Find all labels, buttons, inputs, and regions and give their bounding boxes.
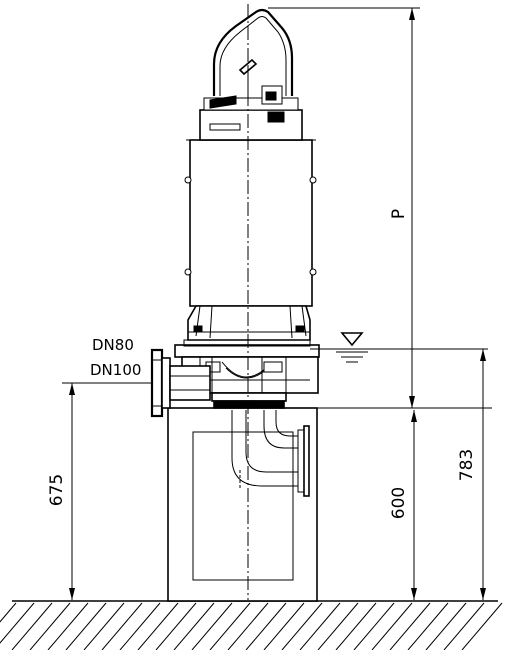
- water-level-triangle-icon: [336, 332, 368, 363]
- pipe-size-labels: DN80 DN100: [90, 336, 141, 379]
- dimension-675-label: 675: [47, 474, 67, 506]
- hatch-line: [29, 602, 71, 650]
- discharge-elbow: [231, 410, 310, 497]
- dimension-783: 783: [457, 349, 486, 600]
- pipe-size-dn100: DN100: [90, 361, 141, 379]
- hatch-line: [227, 602, 269, 650]
- dimension-p-label: P: [389, 209, 409, 219]
- hatch-line: [245, 602, 287, 650]
- hatch-line: [173, 602, 215, 650]
- hatch-line: [263, 602, 305, 650]
- hatch-line: [299, 602, 341, 650]
- hatch-line: [281, 602, 323, 650]
- hatch-line: [317, 602, 359, 650]
- support-base: [167, 407, 318, 602]
- dimension-p: P: [389, 8, 415, 408]
- discharge-flange: [150, 348, 211, 418]
- hatch-line: [0, 602, 35, 644]
- hatch-line: [335, 602, 377, 650]
- hatch-line: [11, 602, 53, 650]
- hatch-line: [443, 602, 485, 650]
- hatch-line: [389, 602, 431, 650]
- hatch-line: [0, 602, 17, 623]
- hatch-line: [371, 602, 413, 650]
- hatch-line: [191, 602, 233, 650]
- motor-housing: [184, 139, 317, 307]
- hatch-line: [155, 602, 197, 650]
- hatch-line: [137, 602, 179, 650]
- hatch-line: [425, 602, 467, 650]
- pipe-size-dn80: DN80: [92, 336, 134, 354]
- extension-lines: [62, 7, 492, 409]
- dimension-783-label: 783: [457, 449, 477, 481]
- hatch-line: [119, 602, 161, 650]
- lifting-handle: [212, 8, 294, 98]
- hatch-line: [83, 602, 125, 650]
- hatch-line: [407, 602, 449, 650]
- hatch-line: [101, 602, 143, 650]
- seal-housing: [187, 305, 311, 341]
- dimension-675: 675: [47, 383, 75, 600]
- dimension-600: 600: [389, 410, 417, 600]
- hatch-line: [353, 602, 395, 650]
- ground-hatch-icon: [0, 600, 503, 650]
- hatch-line: [47, 602, 89, 650]
- motor-top-cap: [199, 85, 303, 141]
- dimension-600-label: 600: [389, 487, 409, 519]
- hatch-line: [461, 602, 503, 650]
- hatch-line: [65, 602, 107, 650]
- hatch-line: [209, 602, 251, 650]
